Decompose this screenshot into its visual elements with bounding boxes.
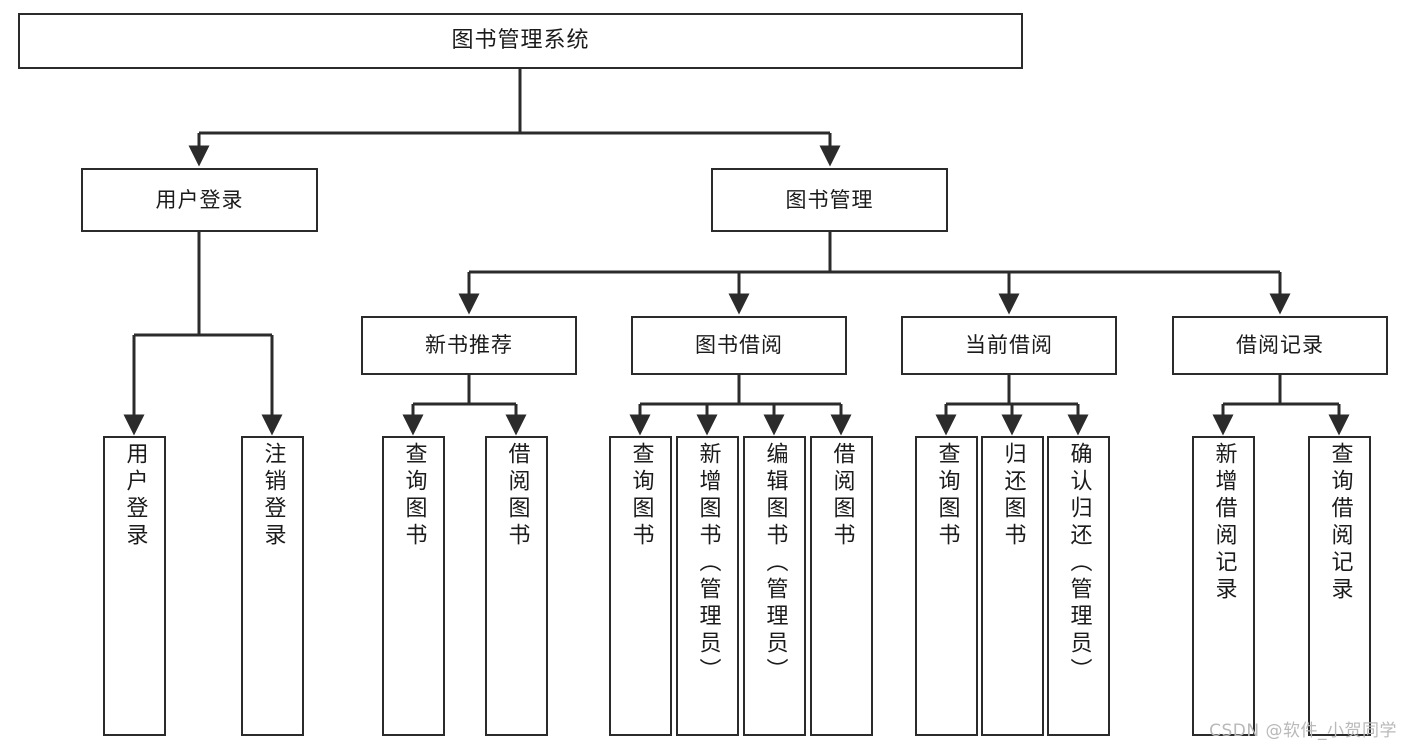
leaf-borrow-book[interactable]: 借阅图书 — [810, 436, 873, 736]
node-root-label: 图书管理系统 — [451, 28, 590, 54]
leaf-confirm-return-label: 确认归还（管理员） — [1066, 442, 1092, 685]
leaf-add-book-label: 新增图书（管理员） — [695, 442, 721, 685]
leaf-confirm-return[interactable]: 确认归还（管理员） — [1047, 436, 1110, 736]
leaf-add-book[interactable]: 新增图书（管理员） — [676, 436, 739, 736]
leaf-query-borrow-record[interactable]: 查询借阅记录 — [1308, 436, 1371, 736]
leaf-borrow-book-label: 借阅图书 — [829, 442, 855, 550]
leaf-query-borrow-record-label: 查询借阅记录 — [1327, 442, 1353, 604]
node-new-book-recommend[interactable]: 新书推荐 — [361, 316, 577, 375]
node-new-book-recommend-label: 新书推荐 — [425, 333, 513, 358]
leaf-user-login[interactable]: 用户登录 — [103, 436, 166, 736]
leaf-logout-label: 注销登录 — [260, 442, 286, 550]
leaf-query-book-borrow[interactable]: 查询图书 — [609, 436, 672, 736]
leaf-edit-book[interactable]: 编辑图书（管理员） — [743, 436, 806, 736]
leaf-logout[interactable]: 注销登录 — [241, 436, 304, 736]
node-book-manage[interactable]: 图书管理 — [711, 168, 948, 232]
leaf-query-book-recommend-label: 查询图书 — [401, 442, 427, 550]
node-borrow-record-label: 借阅记录 — [1236, 333, 1324, 358]
leaf-add-borrow-record[interactable]: 新增借阅记录 — [1192, 436, 1255, 736]
leaf-query-book-current-label: 查询图书 — [934, 442, 960, 550]
leaf-add-borrow-record-label: 新增借阅记录 — [1211, 442, 1237, 604]
leaf-query-book-recommend[interactable]: 查询图书 — [382, 436, 445, 736]
node-book-manage-label: 图书管理 — [785, 187, 874, 212]
leaf-return-book-label: 归还图书 — [1000, 442, 1026, 550]
node-user-login[interactable]: 用户登录 — [81, 168, 318, 232]
leaf-user-login-label: 用户登录 — [122, 442, 148, 550]
node-current-borrow-label: 当前借阅 — [965, 333, 1053, 358]
node-root[interactable]: 图书管理系统 — [18, 13, 1023, 69]
node-book-borrow-label: 图书借阅 — [695, 333, 783, 358]
leaf-query-book-current[interactable]: 查询图书 — [915, 436, 978, 736]
node-user-login-label: 用户登录 — [155, 187, 244, 212]
leaf-borrow-book-recommend-label: 借阅图书 — [504, 442, 530, 550]
node-current-borrow[interactable]: 当前借阅 — [901, 316, 1117, 375]
leaf-return-book[interactable]: 归还图书 — [981, 436, 1044, 736]
leaf-edit-book-label: 编辑图书（管理员） — [762, 442, 788, 685]
node-borrow-record[interactable]: 借阅记录 — [1172, 316, 1388, 375]
leaf-query-book-borrow-label: 查询图书 — [628, 442, 654, 550]
node-book-borrow[interactable]: 图书借阅 — [631, 316, 847, 375]
leaf-borrow-book-recommend[interactable]: 借阅图书 — [485, 436, 548, 736]
watermark: CSDN @软件_小贺同学 — [1209, 721, 1397, 741]
